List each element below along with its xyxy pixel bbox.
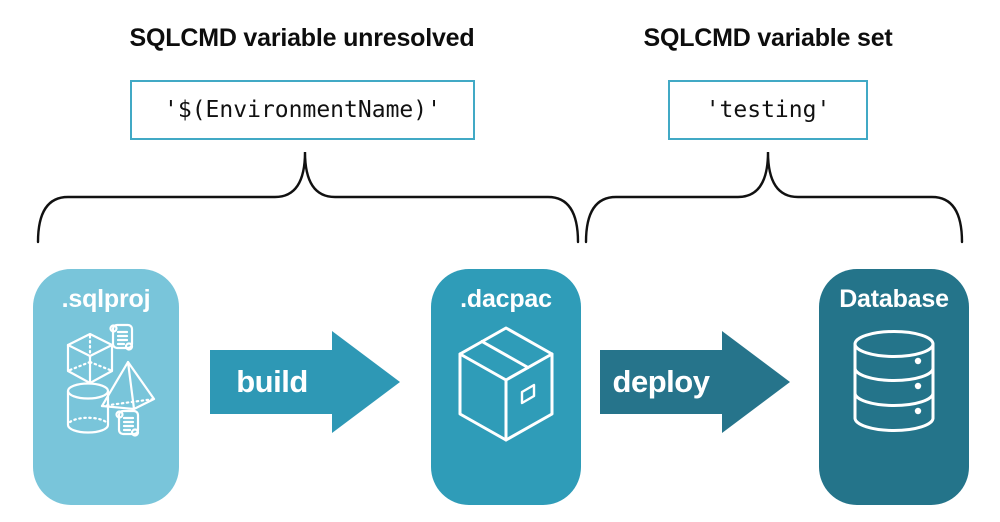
left-annotation-title: SQLCMD variable unresolved bbox=[129, 24, 475, 52]
deploy-arrow-label: deploy bbox=[612, 364, 710, 399]
pyramid-icon bbox=[100, 360, 156, 411]
cube-icon bbox=[66, 332, 114, 385]
package-box-icon bbox=[458, 326, 554, 442]
database-card: Database bbox=[819, 269, 969, 505]
sql-script-icon bbox=[115, 409, 140, 437]
set-variable-box: 'testing' bbox=[668, 80, 868, 140]
right-annotation-title: SQLCMD variable set bbox=[643, 24, 893, 52]
unresolved-variable-value: '$(EnvironmentName)' bbox=[164, 97, 441, 123]
database-icons bbox=[853, 330, 935, 432]
set-variable-value: 'testing' bbox=[705, 97, 831, 123]
sql-script-icon bbox=[109, 323, 134, 351]
sqlproj-card: .sqlproj bbox=[33, 269, 179, 505]
dacpac-icons bbox=[458, 326, 554, 442]
right-brace bbox=[584, 151, 964, 244]
dacpac-card-label: .dacpac bbox=[460, 285, 552, 313]
database-stack-icon bbox=[853, 330, 935, 432]
build-arrow-label: build bbox=[236, 364, 308, 399]
unresolved-variable-box: '$(EnvironmentName)' bbox=[130, 80, 475, 140]
cylinder-icon bbox=[66, 382, 110, 434]
dacpac-card: .dacpac bbox=[431, 269, 581, 505]
sqlproj-card-label: .sqlproj bbox=[61, 285, 151, 313]
database-card-label: Database bbox=[839, 285, 949, 313]
sqlproj-icons bbox=[66, 323, 156, 437]
left-brace bbox=[36, 151, 580, 244]
